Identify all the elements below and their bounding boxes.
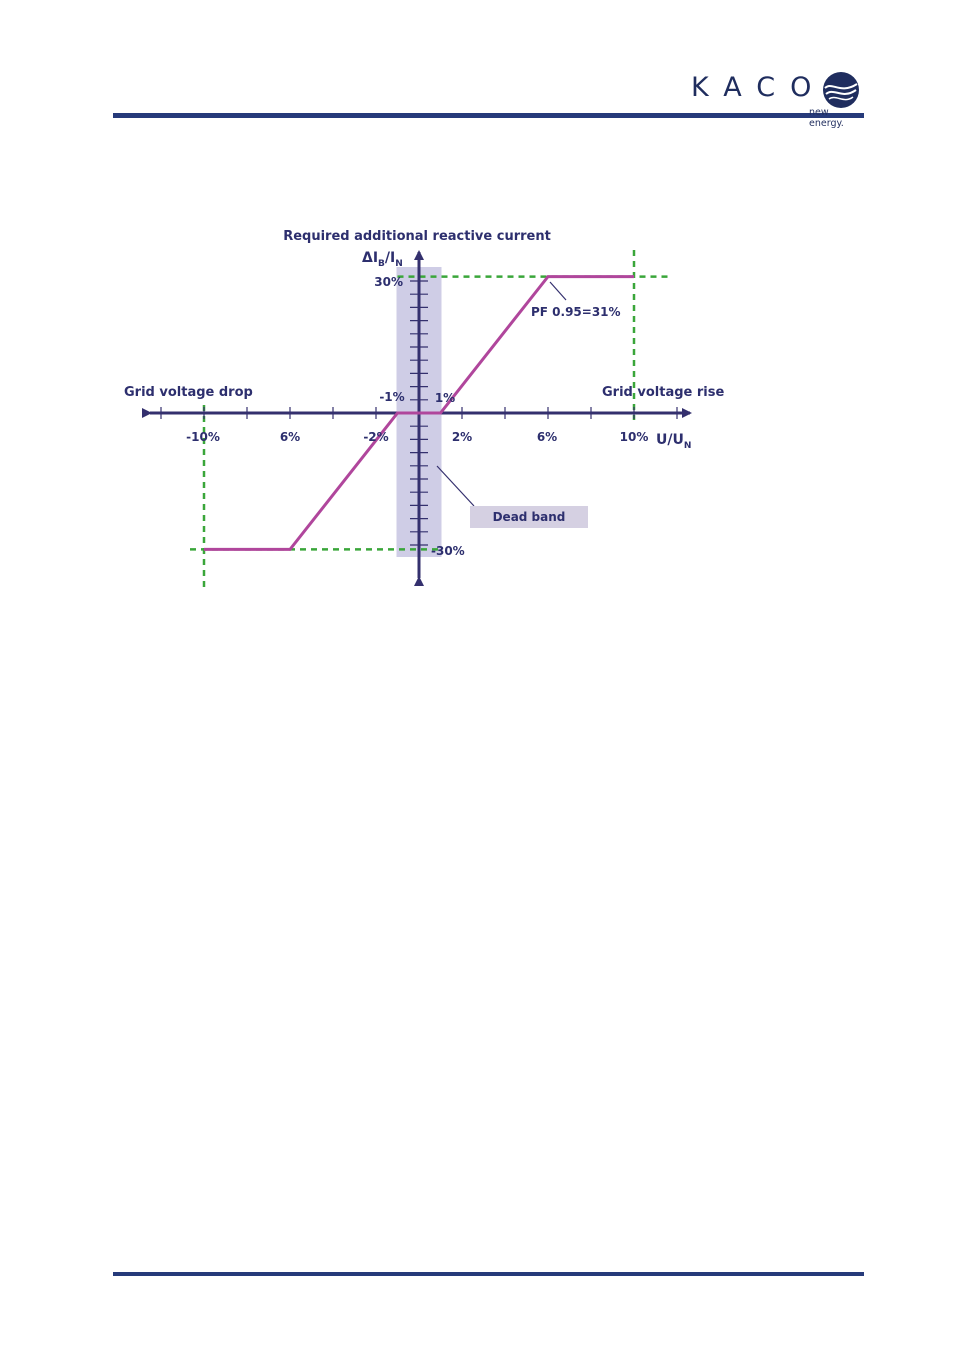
logo-tagline: new energy. [809,107,844,129]
logo-wordmark: KACO [691,72,827,103]
left-direction-label: Grid voltage drop [124,385,253,400]
x-tick-label: 6% [537,430,557,444]
x-tick-label: 10% [620,430,649,444]
pf-annotation: PF 0.95=31% [531,305,621,319]
pf-leader-line [549,281,567,301]
x-tick-label: 6% [280,430,300,444]
x-tick-label: -10% [186,430,220,444]
x-tick-label: 2% [452,430,472,444]
y-tick-label: 30% [374,275,403,289]
deadband-leader-line [436,465,475,507]
kaco-logo: KACO new energy. [686,66,866,129]
right-direction-label: Grid voltage rise [602,385,724,400]
x-tick-label: 1% [435,391,455,405]
y-tick-label: -30% [431,544,465,558]
reactive-current-curve [204,275,634,551]
header-rule [113,113,864,118]
deadband-callout-label: Dead band [493,510,566,524]
chart-title: Required additional reactive current [283,229,551,244]
axis-ticks [160,280,678,546]
y-axis-label: ΔIB/IN [362,250,403,269]
x-tick-label: -1% [379,390,404,404]
footer-rule [113,1272,864,1276]
x-axis-label: U/UN [656,432,691,451]
x-tick-label: -2% [363,430,388,444]
guide-lines [190,250,672,588]
wave-globe-icon [823,72,859,108]
deadband-callout-box [470,506,588,528]
tick-labels: -10% 6% -2% -1% 1% 2% 6% 10% 30% -30% [186,275,648,558]
